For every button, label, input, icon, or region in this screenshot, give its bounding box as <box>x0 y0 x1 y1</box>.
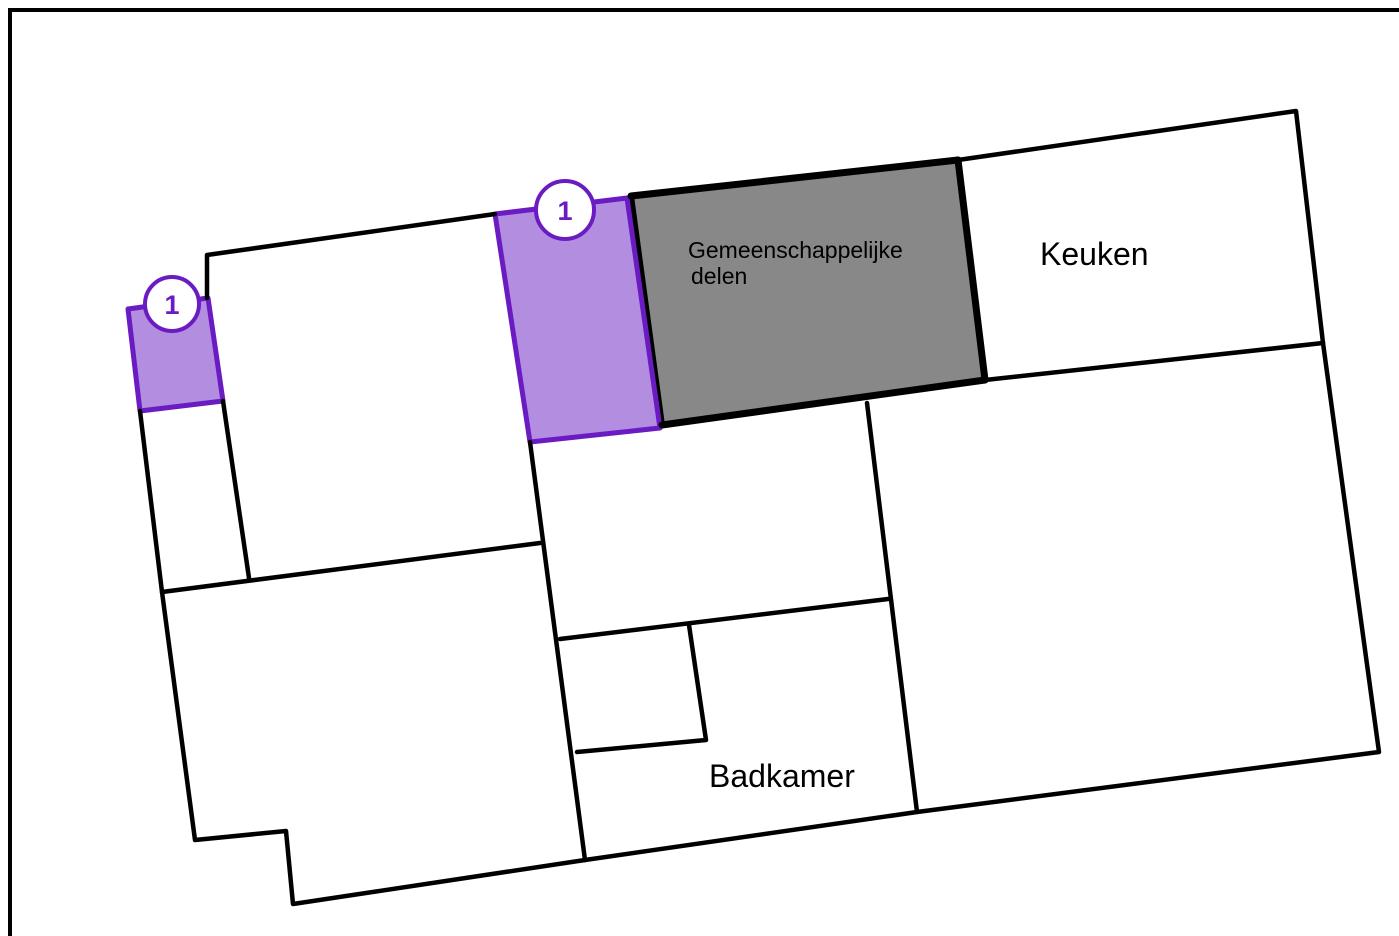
marker-left-circle <box>143 275 201 333</box>
wall-common-top <box>627 156 962 200</box>
marker-left-label: 1 <box>164 290 179 320</box>
kitchen-label: Keuken <box>1040 236 1149 272</box>
common-area-label-line1: Gemeenschappelijke <box>688 237 903 263</box>
wall-left-horizontal <box>159 540 543 595</box>
wall-center-vertical <box>527 439 588 863</box>
wall-closet <box>574 622 709 755</box>
wall-left-vertical <box>220 398 252 581</box>
bathroom-label: Badkamer <box>709 758 855 794</box>
marker-center[interactable]: 1 <box>534 179 596 241</box>
marker-center-label: 1 <box>557 196 572 226</box>
page-frame <box>8 8 1399 936</box>
wall-right-vertical <box>864 400 920 815</box>
marker-left[interactable]: 1 <box>143 275 201 333</box>
wall-common-bottom <box>658 376 989 429</box>
wall-common-right <box>954 156 989 384</box>
wall-outer-top-left <box>204 211 498 301</box>
common-area-label: Gemeenschappelijke delen <box>688 237 909 289</box>
wall-middle-horizontal <box>557 596 891 642</box>
common-area-label-line2: delen <box>691 263 747 289</box>
walls <box>137 108 1382 907</box>
marker-center-circle <box>534 179 596 241</box>
wall-kitchen-bottom <box>982 340 1326 383</box>
